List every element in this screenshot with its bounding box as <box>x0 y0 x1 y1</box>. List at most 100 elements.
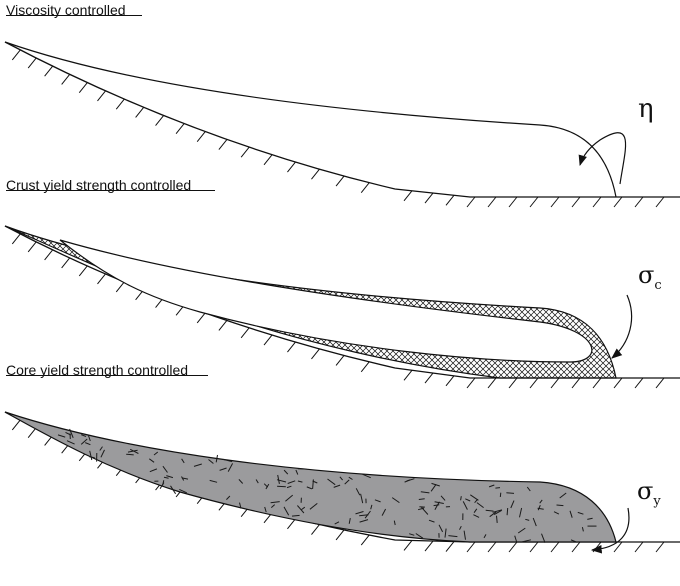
crystal-mark <box>506 492 515 494</box>
crystal-mark <box>327 478 336 486</box>
crystal-mark <box>226 495 231 500</box>
crystal-mark <box>297 480 303 483</box>
crystal-mark <box>57 434 66 438</box>
crystal-mark <box>404 479 411 483</box>
crystal-mark <box>539 499 543 504</box>
ground-hatch-marks <box>11 49 665 208</box>
ground-hatch <box>218 320 228 331</box>
crystal-mark <box>462 501 468 510</box>
crystal-mark <box>127 449 138 453</box>
ground-hatch <box>155 115 164 126</box>
ground-hatch <box>445 194 455 206</box>
ground-hatch <box>634 196 644 208</box>
crystal-mark <box>333 484 341 488</box>
ground-hatch <box>550 377 560 389</box>
crystal-mark <box>277 474 280 484</box>
crystal-mark <box>277 485 286 488</box>
crystal-mark <box>66 440 75 445</box>
crystal-mark <box>348 518 351 524</box>
crystal-mark <box>577 511 584 515</box>
crystal-mark <box>362 473 371 479</box>
ground-hatch <box>403 190 413 202</box>
crystal-mark <box>438 524 444 533</box>
viscosity-symbol: η <box>638 94 654 124</box>
crystal-mark <box>209 479 218 483</box>
ground-hatch <box>61 74 71 85</box>
crystal-mark <box>448 535 458 538</box>
crystal-mark <box>370 504 373 510</box>
crystal-mark <box>215 454 218 463</box>
ground-hatch <box>508 541 518 553</box>
crystal-mark <box>556 504 564 507</box>
crystal-mark <box>99 446 103 451</box>
ground-hatch <box>240 327 250 339</box>
crystal-mark <box>483 534 487 539</box>
crystal-texture <box>57 428 597 543</box>
crystal-mark <box>193 463 202 467</box>
crystal-mark <box>85 442 91 446</box>
crystal-mark <box>517 527 526 534</box>
crystal-mark <box>126 453 134 456</box>
crystal-mark <box>159 482 165 489</box>
crystal-mark <box>89 456 95 459</box>
ground-hatch <box>175 123 185 134</box>
crystal-mark <box>587 517 593 520</box>
crystal-mark <box>286 485 292 489</box>
crystal-mark <box>496 515 498 523</box>
crystal-mark <box>69 428 74 438</box>
crystal-mark <box>499 492 502 498</box>
crystal-mark <box>219 467 227 471</box>
crystal-mark <box>581 526 584 532</box>
crystal-mark <box>129 448 139 454</box>
crystal-mark <box>569 510 573 518</box>
panel-title-crust: Crust yield strength controlled <box>6 177 191 193</box>
crystal-mark <box>222 458 233 463</box>
ground-hatch <box>445 375 455 387</box>
ground-hatch <box>311 168 320 180</box>
crystal-mark <box>440 495 446 501</box>
ground-hatch <box>424 540 434 552</box>
crystal-mark <box>309 503 318 510</box>
crystal-mark <box>537 505 541 511</box>
ground-hatch <box>263 334 273 346</box>
ground-hatch <box>115 98 125 110</box>
panel-title-core: Core yield strength controlled <box>6 362 188 378</box>
ground-hatch <box>11 49 21 61</box>
crystal-mark <box>100 449 105 458</box>
crystal-mark <box>162 465 168 473</box>
crystal-mark <box>374 499 381 503</box>
crystal-mark <box>89 450 93 461</box>
ground-hatch <box>529 196 539 208</box>
crystal-mark <box>430 484 437 492</box>
crystal-mark <box>263 483 269 488</box>
crystal-mark <box>476 502 484 509</box>
ground-hatch <box>263 154 273 166</box>
ground-hatch <box>240 146 250 158</box>
crystal-mark <box>434 501 444 504</box>
crystal-mark <box>239 502 242 509</box>
ground-hatch <box>360 361 370 373</box>
ground-hatch <box>97 90 106 102</box>
crystal-mark <box>495 487 501 489</box>
crystal-mark <box>391 497 400 504</box>
crystal-mark <box>312 480 318 484</box>
ground-hatch <box>613 377 623 389</box>
ground-hatch <box>311 348 320 360</box>
crystal-mark <box>393 520 396 526</box>
ground-hatch <box>335 355 345 366</box>
crystal-mark <box>163 476 169 479</box>
ground-hatch <box>218 139 228 150</box>
ground-hatch <box>61 257 71 269</box>
core-strength-arrow <box>590 507 630 554</box>
crystal-mark <box>473 508 478 513</box>
ground-hatch <box>27 241 37 253</box>
crystal-mark <box>283 506 290 516</box>
crystal-mark <box>285 494 294 502</box>
crystal-mark <box>306 486 313 490</box>
crystal-mark <box>420 491 430 494</box>
molten-core <box>59 239 593 363</box>
ground-hatch <box>78 265 88 277</box>
ground-hatch <box>11 233 21 245</box>
ground-hatch <box>424 372 434 384</box>
